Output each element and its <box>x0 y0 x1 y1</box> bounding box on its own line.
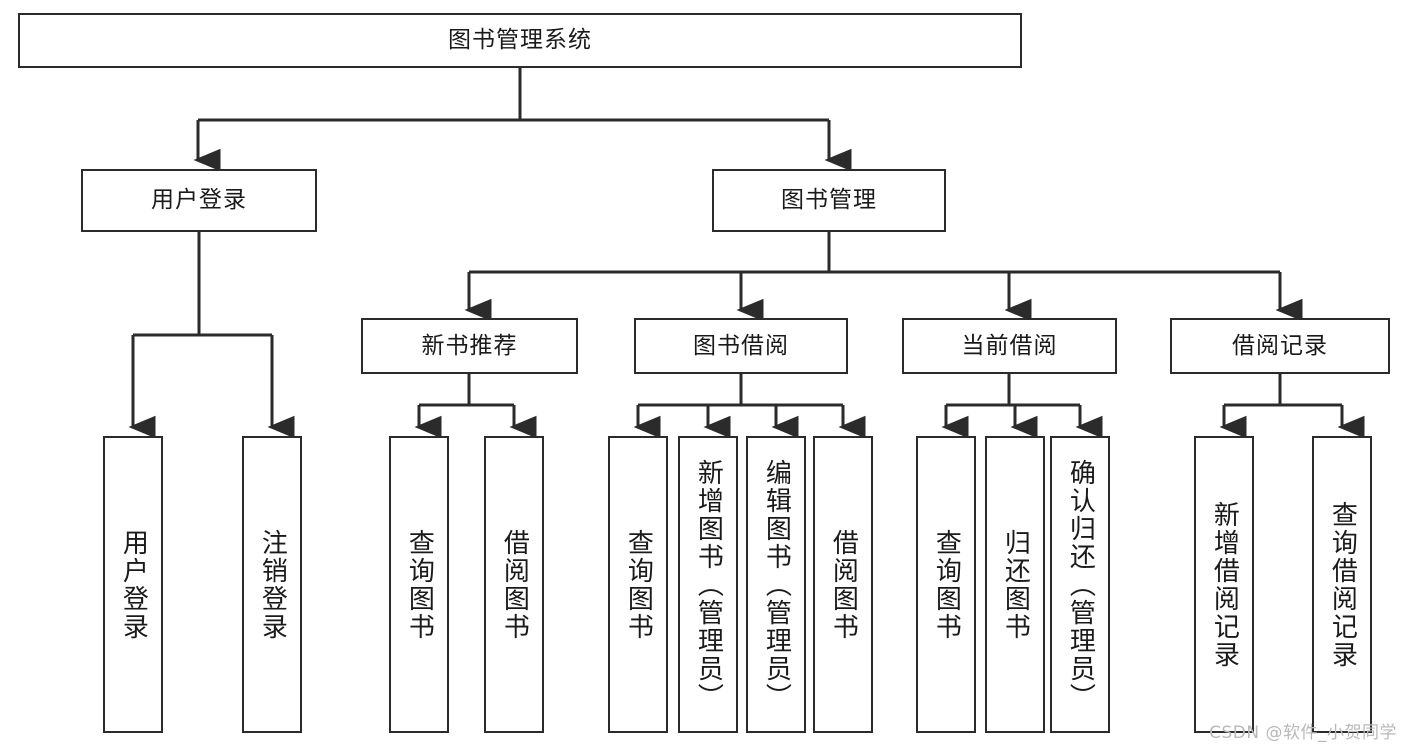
node-book-borrow-label: 图书借阅 <box>693 332 789 359</box>
leaf-query-book-cb[interactable]: 查询图书 <box>916 436 976 733</box>
leaf-borrow-book-bb[interactable]: 借阅图书 <box>813 436 873 733</box>
leaf-query-book-nbr[interactable]: 查询图书 <box>389 436 449 733</box>
leaf-label: 用户登录 <box>118 528 149 641</box>
node-new-book-recommend-label: 新书推荐 <box>421 332 518 359</box>
node-current-borrow[interactable]: 当前借阅 <box>902 318 1117 374</box>
node-book-management[interactable]: 图书管理 <box>712 169 946 232</box>
leaf-label: 查询图书 <box>931 528 962 641</box>
node-book-management-label: 图书管理 <box>781 187 877 214</box>
leaf-label: 借阅图书 <box>499 528 530 641</box>
leaf-return-book[interactable]: 归还图书 <box>985 436 1045 733</box>
leaf-user-login[interactable]: 用户登录 <box>103 436 163 733</box>
leaf-query-borrow-record[interactable]: 查询借阅记录 <box>1312 436 1372 733</box>
node-current-borrow-label: 当前借阅 <box>961 332 1058 359</box>
node-root[interactable]: 图书管理系统 <box>18 13 1022 68</box>
leaf-borrow-book-nbr[interactable]: 借阅图书 <box>484 436 544 733</box>
leaf-label: 查询图书 <box>404 528 435 641</box>
leaf-confirm-return-admin[interactable]: 确认归还（管理员） <box>1050 436 1110 733</box>
node-book-borrow[interactable]: 图书借阅 <box>634 318 848 374</box>
leaf-edit-book-admin[interactable]: 编辑图书（管理员） <box>746 436 806 733</box>
csdn-watermark: CSDN @软件_小贺同学 <box>1209 723 1397 743</box>
node-user-login[interactable]: 用户登录 <box>81 169 317 232</box>
leaf-label: 新增借阅记录 <box>1209 500 1240 669</box>
leaf-label: 编辑图书（管理员） <box>761 458 792 711</box>
node-root-label: 图书管理系统 <box>448 27 592 54</box>
leaf-label: 借阅图书 <box>828 528 859 641</box>
node-user-login-label: 用户登录 <box>151 187 247 214</box>
node-borrow-record-label: 借阅记录 <box>1232 332 1328 359</box>
leaf-label: 归还图书 <box>1000 528 1031 641</box>
leaf-add-book-admin[interactable]: 新增图书（管理员） <box>678 436 738 733</box>
leaf-label: 注销登录 <box>257 528 288 641</box>
node-borrow-record[interactable]: 借阅记录 <box>1170 318 1390 374</box>
leaf-label: 查询借阅记录 <box>1327 500 1358 669</box>
leaf-label: 查询图书 <box>623 528 654 641</box>
leaf-logout[interactable]: 注销登录 <box>242 436 302 733</box>
leaf-query-book-bb[interactable]: 查询图书 <box>608 436 668 733</box>
leaf-label: 确认归还（管理员） <box>1065 458 1096 711</box>
leaf-add-borrow-record[interactable]: 新增借阅记录 <box>1194 436 1254 733</box>
leaf-label: 新增图书（管理员） <box>693 458 724 711</box>
node-new-book-recommend[interactable]: 新书推荐 <box>361 318 578 374</box>
